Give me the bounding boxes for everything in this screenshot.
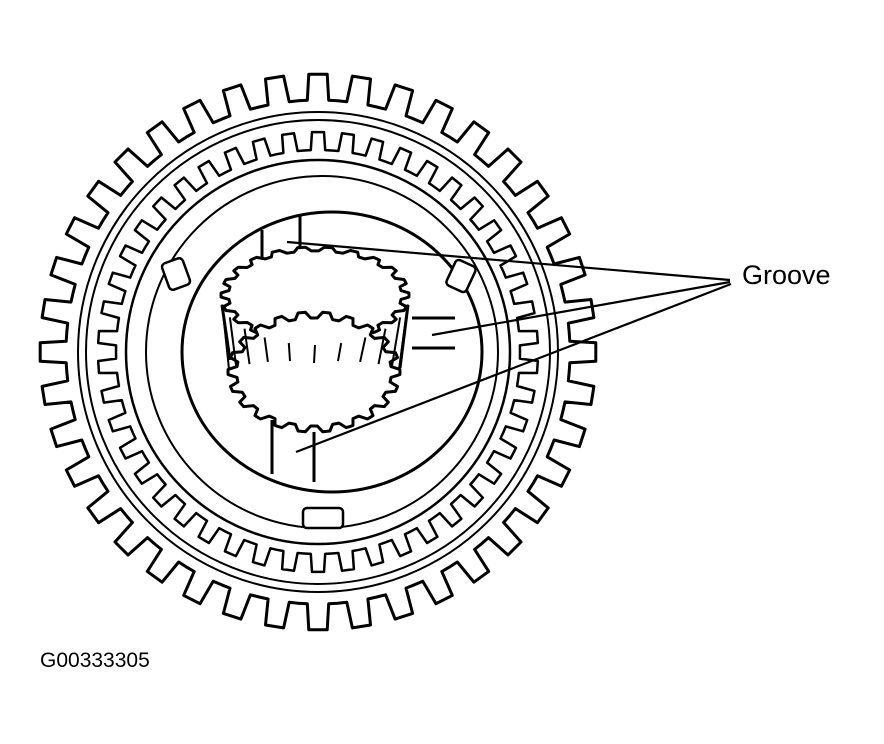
spline-rib [221,304,231,371]
groove-slot-right [412,316,455,350]
outer-rim-line [77,111,559,593]
spline-rib [228,317,238,368]
tab-left [160,256,192,292]
groove-leader-lines [286,240,732,454]
spline-rib [397,304,409,371]
middle-gear-teeth [96,130,540,574]
spline-rib [390,317,402,368]
outer-gear-teeth [38,72,598,632]
groove-slot-bottom [270,420,316,482]
hub-face [180,210,484,494]
outer-rim-line-2 [85,119,551,585]
cone-ring-outer [124,158,512,546]
tab-bottom [301,506,345,530]
figure-id: G00333305 [40,649,150,672]
tab-right [445,258,477,294]
spline-rib [337,342,343,362]
spline-rib [287,343,291,362]
splined-bore [219,245,411,434]
spline-rib [263,337,269,363]
spline-rib [243,328,251,365]
groove-label: Groove [742,260,831,290]
spline-rib [359,337,367,363]
spline-rib [377,328,387,365]
spline-rib [313,344,316,364]
